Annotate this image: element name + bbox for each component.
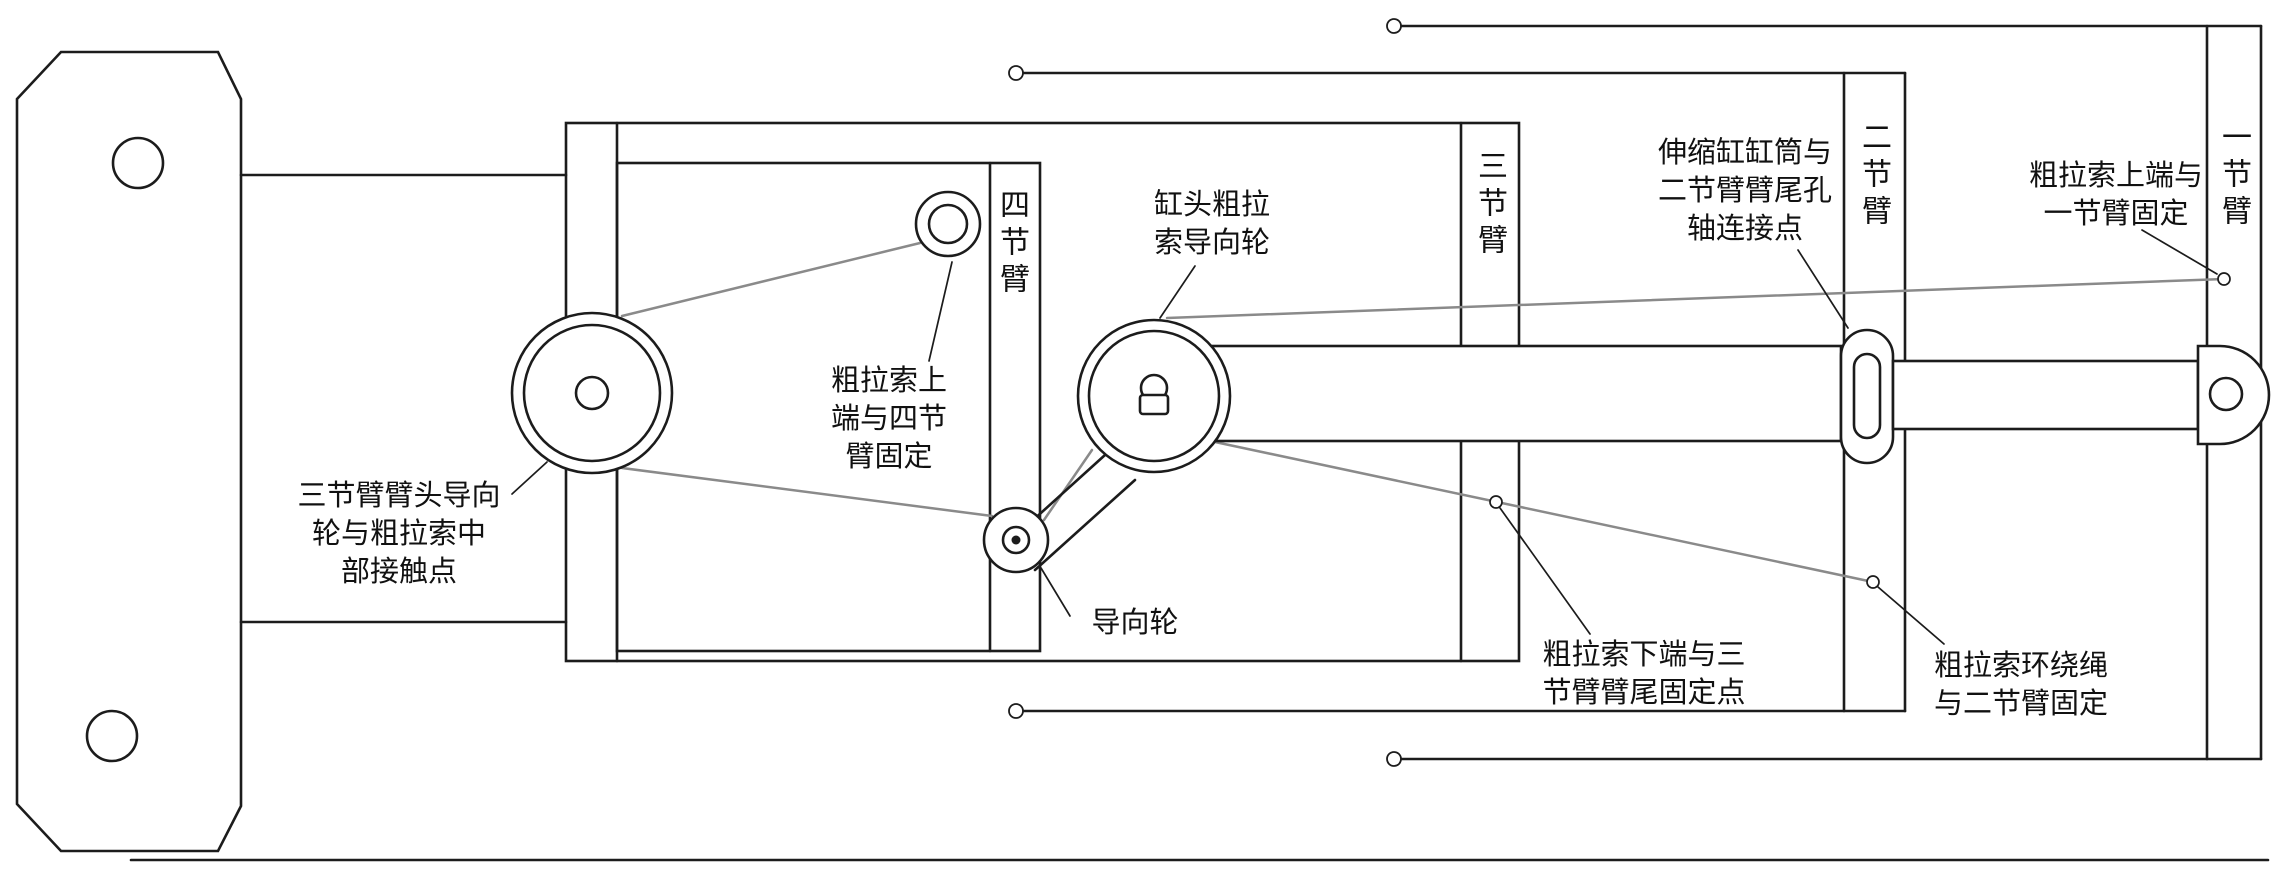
annotation-cable-wrap-second: 粗拉索环绕绳 与二节臂固定 [1926,647,2116,723]
annotation-cylinder-connection: 伸缩缸缸筒与 二节臂臂尾孔 轴连接点 [1650,134,1840,248]
arm-label-third: 三节臂 [1473,150,1506,261]
annotation-cable-lower-third: 粗拉索下端与三 节臂臂尾固定点 [1534,636,1754,712]
annotation-line: 端与四节 [830,403,947,435]
bracket-upper-hole [111,136,165,190]
fourth-arm-anchor-pulley-rim [914,190,982,258]
annotation-line: 粗拉索环绕绳 [1933,650,2108,682]
fixed-point-third-arm-marker [1489,495,1503,509]
annotation-line: 轴连接点 [1686,213,1803,245]
leader-cable-lower-third [1499,507,1591,635]
annotation-cable-upper-first: 粗拉索上端与 一节臂固定 [2021,157,2211,233]
annotation-line: 二节臂臂尾孔 [1657,175,1832,207]
arm-label-second: 二节臂 [1857,121,1890,232]
annotation-line: 导向轮 [1091,607,1179,639]
cable-upper-run [620,241,922,318]
cable-guide-run [1042,448,1094,522]
third-arm-head-pulley-groove [522,323,662,463]
annotation-line: 粗拉索上端与 [2028,160,2203,192]
leader-cable-wrap-second [1877,586,1945,645]
guide-wheel-hub [1001,525,1031,555]
cylinder-head-pulley-key-block [1138,393,1170,416]
annotation-line: 轮与粗拉索中 [311,518,486,550]
cable-middle-run [620,466,994,518]
annotation-cable-upper-fourth: 粗拉索上 端与四节 臂固定 [819,362,959,476]
annotation-line: 三节臂臂头导向 [297,480,501,512]
leader-guide-wheel [1040,567,1071,617]
cable-to-first-arm-run [1165,277,2226,320]
arm-label-first: 一节臂 [2217,121,2250,232]
annotation-line: 与二节臂固定 [1933,688,2108,720]
annotation-cyl-head-pulley: 缸头粗拉 索导向轮 [1142,186,1282,262]
pin-connection-slot [1852,352,1882,440]
third-arm-head-pulley-rim [510,311,674,475]
cylinder-barrel [1178,344,1843,443]
annotation-line: 索导向轮 [1153,227,1270,259]
guide-wheel-axle-dot [1011,535,1021,545]
cable-lower-run [1213,440,1875,584]
annotation-line: 一节臂固定 [2043,198,2189,230]
piston-rod [1891,359,2200,431]
second-arm-bottom-end-marker [1008,703,1024,719]
leader-third-arm-head-contact [511,461,548,495]
third-arm-head-pulley-hub [574,375,610,411]
arm-label-fourth: 四节臂 [995,189,1028,300]
annotation-guide-wheel: 导向轮 [1075,604,1195,642]
annotation-line: 粗拉索下端与三 [1542,639,1746,671]
annotation-line: 节臂臂尾固定点 [1542,677,1746,709]
link-plate-lower-line [1033,478,1137,572]
annotation-line: 粗拉索上 [830,365,947,397]
base-bracket [15,50,243,853]
leader-cyl-head-pulley [1159,265,1196,319]
second-arm-top-end-marker [1008,65,1024,81]
leader-cylinder-connection [1797,249,1849,329]
mechanism-parts [510,190,2271,574]
bracket-lower-hole [85,709,139,763]
fixed-point-first-arm-marker [2217,272,2231,286]
first-arm-bottom-end-marker [1386,751,1402,767]
leader-cable-upper-fourth [928,261,953,362]
annotation-line: 臂固定 [845,441,933,473]
fixed-point-second-arm-marker [1866,575,1880,589]
annotation-line: 伸缩缸缸筒与 [1657,137,1832,169]
fourth-arm-anchor-pulley-hub [927,203,969,245]
annotation-line: 部接触点 [340,556,457,588]
annotation-line: 缸头粗拉 [1153,189,1270,221]
rod-end-pin-hole [2208,376,2244,412]
first-arm-top-end-marker [1386,18,1402,34]
cable-lines [620,241,2226,584]
annotation-third-arm-head-contact: 三节臂臂头导向 轮与粗拉索中 部接触点 [289,477,509,591]
leader-cable-upper-first [2141,229,2218,275]
cylinder-head-pulley-groove [1087,329,1221,463]
leader-lines [511,229,2231,645]
